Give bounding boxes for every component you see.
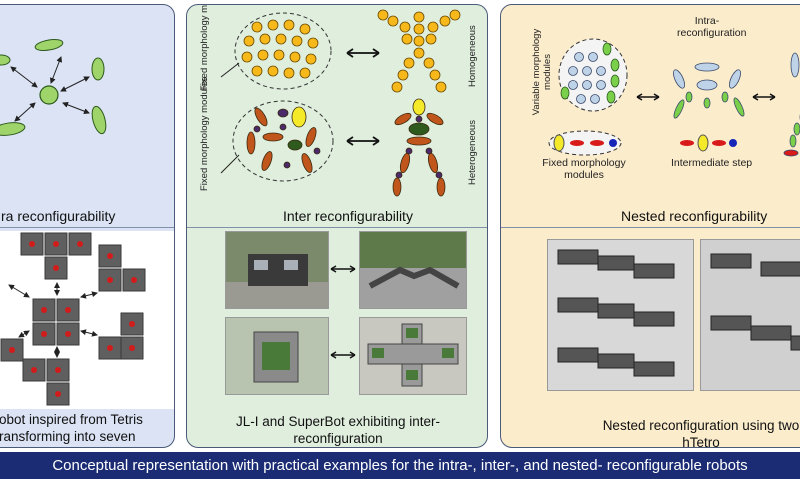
- nested-label-variable: Variable morphology modules: [531, 28, 553, 116]
- inter-caption: JL-I and SuperBot exhibiting inter- reco…: [235, 414, 441, 446]
- nested-separator: [501, 227, 800, 228]
- inter-photo-arrows: [330, 265, 356, 359]
- intra-caption: obot inspired from Tetris ransforming in…: [0, 412, 143, 447]
- inter-label-homogeneous: Homogeneous: [467, 25, 478, 87]
- nested-label-fixed: Fixed morphology modules: [542, 157, 626, 181]
- superbot-photo-2: [359, 317, 467, 395]
- bottom-banner: Conceptual representation with practical…: [0, 452, 800, 479]
- nested-title: Nested reconfigurability: [621, 208, 768, 224]
- inter-diagram: [220, 9, 461, 197]
- nested-caption: Nested reconfiguration using two hTetro: [602, 418, 800, 448]
- intra-panel: ra reconfigurability o: [0, 4, 175, 448]
- tetris-robot-photo: [0, 231, 174, 409]
- inter-separator: [187, 227, 487, 228]
- jl-i-photo-1: [225, 231, 329, 309]
- nested-panel: Variable morphology modules Intra- recon…: [500, 4, 800, 448]
- inter-panel: Fixed morphology modules Fixed morpholog…: [186, 4, 488, 448]
- intra-title: ra reconfigurability: [1, 208, 116, 224]
- inter-label-fixed-bottom: Fixed morphology modules: [199, 76, 210, 191]
- superbot-photo-1: [225, 317, 329, 395]
- nested-diagram: [548, 38, 800, 157]
- nested-label-intermediate: Intermediate step: [671, 157, 753, 169]
- inter-title: Inter reconfigurability: [283, 208, 413, 224]
- intra-center-module: [39, 85, 59, 105]
- intra-separator: [0, 227, 174, 228]
- htetro-photo-2: [700, 239, 800, 391]
- inter-label-heterogeneous: Heterogeneous: [467, 120, 478, 185]
- intra-diagram: [0, 39, 107, 136]
- htetro-photo-1: [547, 239, 694, 391]
- jl-i-photo-2: [359, 231, 467, 309]
- nested-label-intra: Intra- reconfiguration: [677, 15, 747, 39]
